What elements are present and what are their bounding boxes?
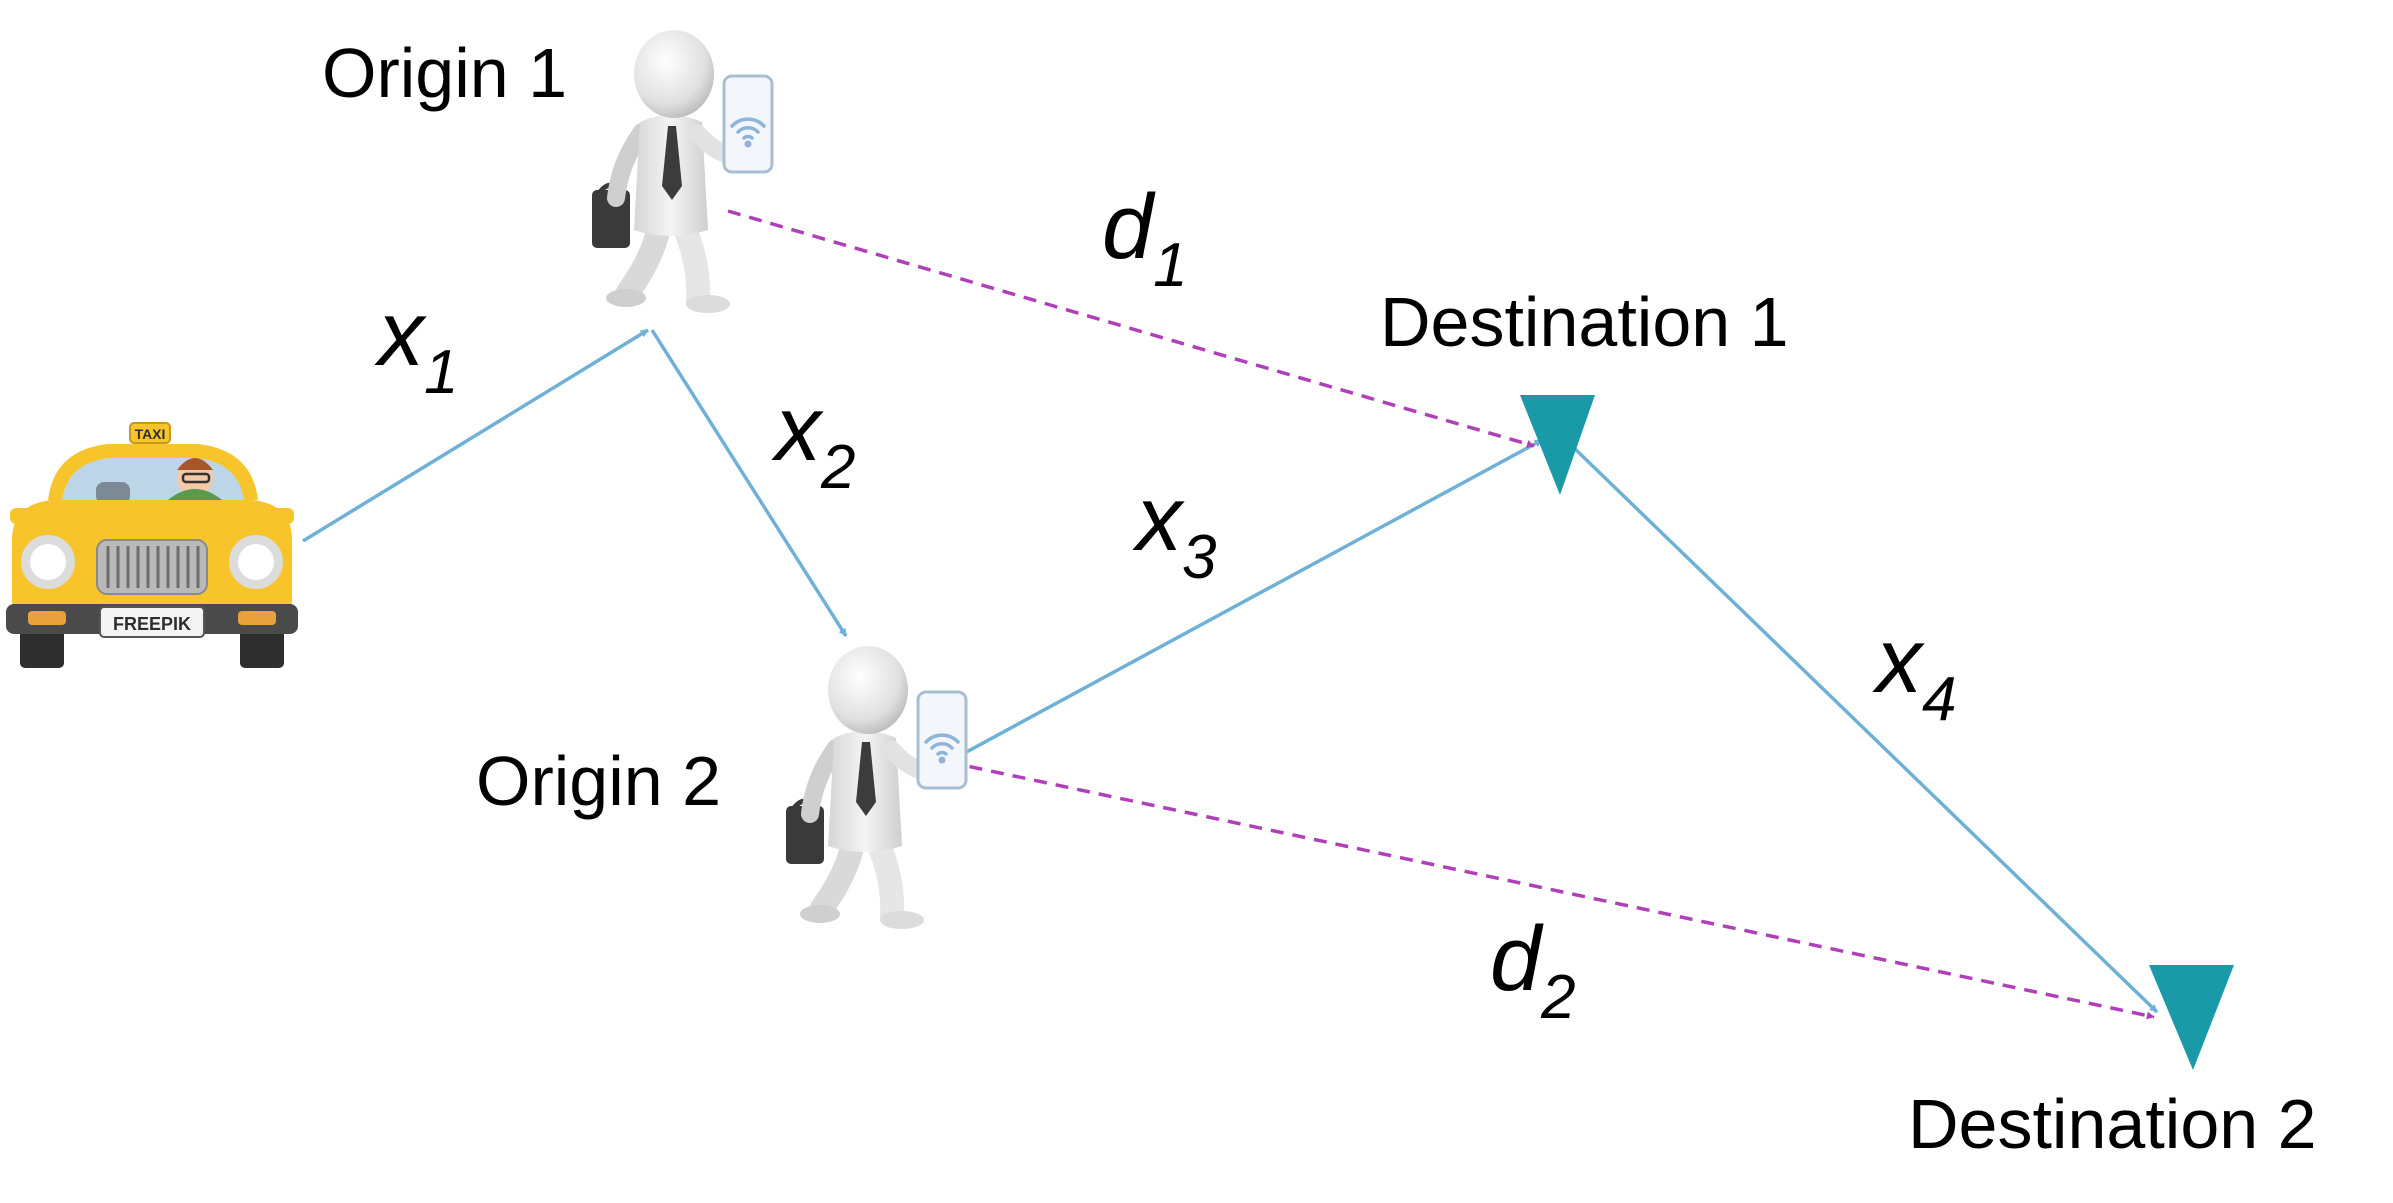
taxi-sign-text: TAXI xyxy=(135,426,166,442)
edge-label-x3: x3 xyxy=(1132,468,1216,592)
taxi-plate-text: FREEPIK xyxy=(113,614,191,634)
edge-label-x1-symbol: x xyxy=(374,283,427,385)
origin-2-label: Origin 2 xyxy=(476,742,721,820)
edge-label-d2-subscript: 2 xyxy=(1540,963,1575,1032)
destination-2-triangle-down-icon xyxy=(2149,965,2234,1070)
direct-edge-d1 xyxy=(727,209,1535,448)
edge-label-x4-subscript: 4 xyxy=(1922,665,1956,734)
origin-1-label: Origin 1 xyxy=(322,34,567,112)
route-edge-x2 xyxy=(650,329,848,637)
edge-label-x4: x4 xyxy=(1872,610,1956,734)
edge-label-d2-symbol: d xyxy=(1490,908,1544,1010)
destination-1-triangle-down-icon xyxy=(1520,395,1595,495)
edge-label-x3-symbol: x xyxy=(1132,468,1185,570)
route-edge-x3 xyxy=(947,438,1543,764)
edge-label-d1-symbol: d xyxy=(1102,176,1156,278)
route-edge-x1 xyxy=(302,328,649,543)
edge-label-x3-subscript: 3 xyxy=(1182,523,1216,592)
edge-label-x1-subscript: 1 xyxy=(424,338,458,407)
edge-label-x2-symbol: x xyxy=(771,378,824,480)
edge-label-x4-symbol: x xyxy=(1872,610,1925,712)
destination-1-label: Destination 1 xyxy=(1380,283,1789,361)
taxi-icon: TAXI xyxy=(6,422,298,668)
edge-label-x2: x2 xyxy=(771,378,855,502)
edge-label-d1: d1 xyxy=(1102,176,1188,300)
direct-edge-d2 xyxy=(947,760,2155,1020)
edge-label-x2-subscript: 2 xyxy=(820,433,855,502)
edge-label-d1-subscript: 1 xyxy=(1153,231,1187,300)
edge-label-x1: x1 xyxy=(374,283,458,407)
destination-2-label: Destination 2 xyxy=(1908,1085,2317,1163)
route-edge-x4 xyxy=(1570,444,2159,1014)
edge-label-d2: d2 xyxy=(1490,908,1576,1032)
origin-1-businessman-with-phone-icon xyxy=(592,30,772,313)
origin-2-businessman-with-phone-icon xyxy=(786,646,966,929)
